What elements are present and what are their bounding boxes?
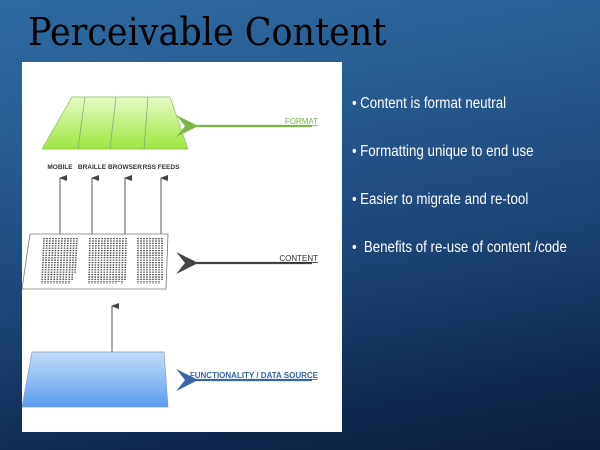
- data-source-layer: [22, 351, 169, 408]
- output-label-mobile: MOBILE: [47, 164, 73, 171]
- output-label-braille: BRAILLE: [78, 164, 107, 171]
- bullet-item: • Benefits of re-use of content /code: [352, 239, 567, 256]
- data-source-label: FUNCTIONALITY / DATA SOURCE: [190, 371, 319, 380]
- output-labels: MOBILE BRAILLE BROWSER RSS FEEDS: [47, 164, 180, 171]
- content-layer: [22, 233, 169, 290]
- bullet-dot-icon: •: [352, 143, 357, 160]
- layered-architecture-diagram: FORMAT MOBILE BRAILLE BROWSER RSS FEEDS: [22, 96, 319, 408]
- output-label-browser: BROWSER: [108, 164, 142, 171]
- bullet-list: •Content is format neutral •Formatting u…: [352, 92, 600, 284]
- diagram-panel: FORMAT MOBILE BRAILLE BROWSER RSS FEEDS: [22, 62, 342, 432]
- bullet-dot-icon: •: [352, 191, 357, 208]
- slide-title: Perceivable Content: [28, 10, 387, 54]
- output-arrows: [59, 175, 168, 237]
- bullet-dot-icon: •: [352, 239, 357, 256]
- format-layer: [41, 96, 189, 150]
- content-label: CONTENT: [279, 254, 318, 263]
- output-label-rss-feeds: RSS FEEDS: [143, 164, 181, 171]
- bullet-item: •Easier to migrate and re-tool: [352, 191, 529, 208]
- bullet-item: •Formatting unique to end use: [352, 143, 534, 160]
- format-label: FORMAT: [285, 117, 318, 126]
- bullet-dot-icon: •: [352, 95, 357, 112]
- bullet-item: •Content is format neutral: [352, 95, 507, 112]
